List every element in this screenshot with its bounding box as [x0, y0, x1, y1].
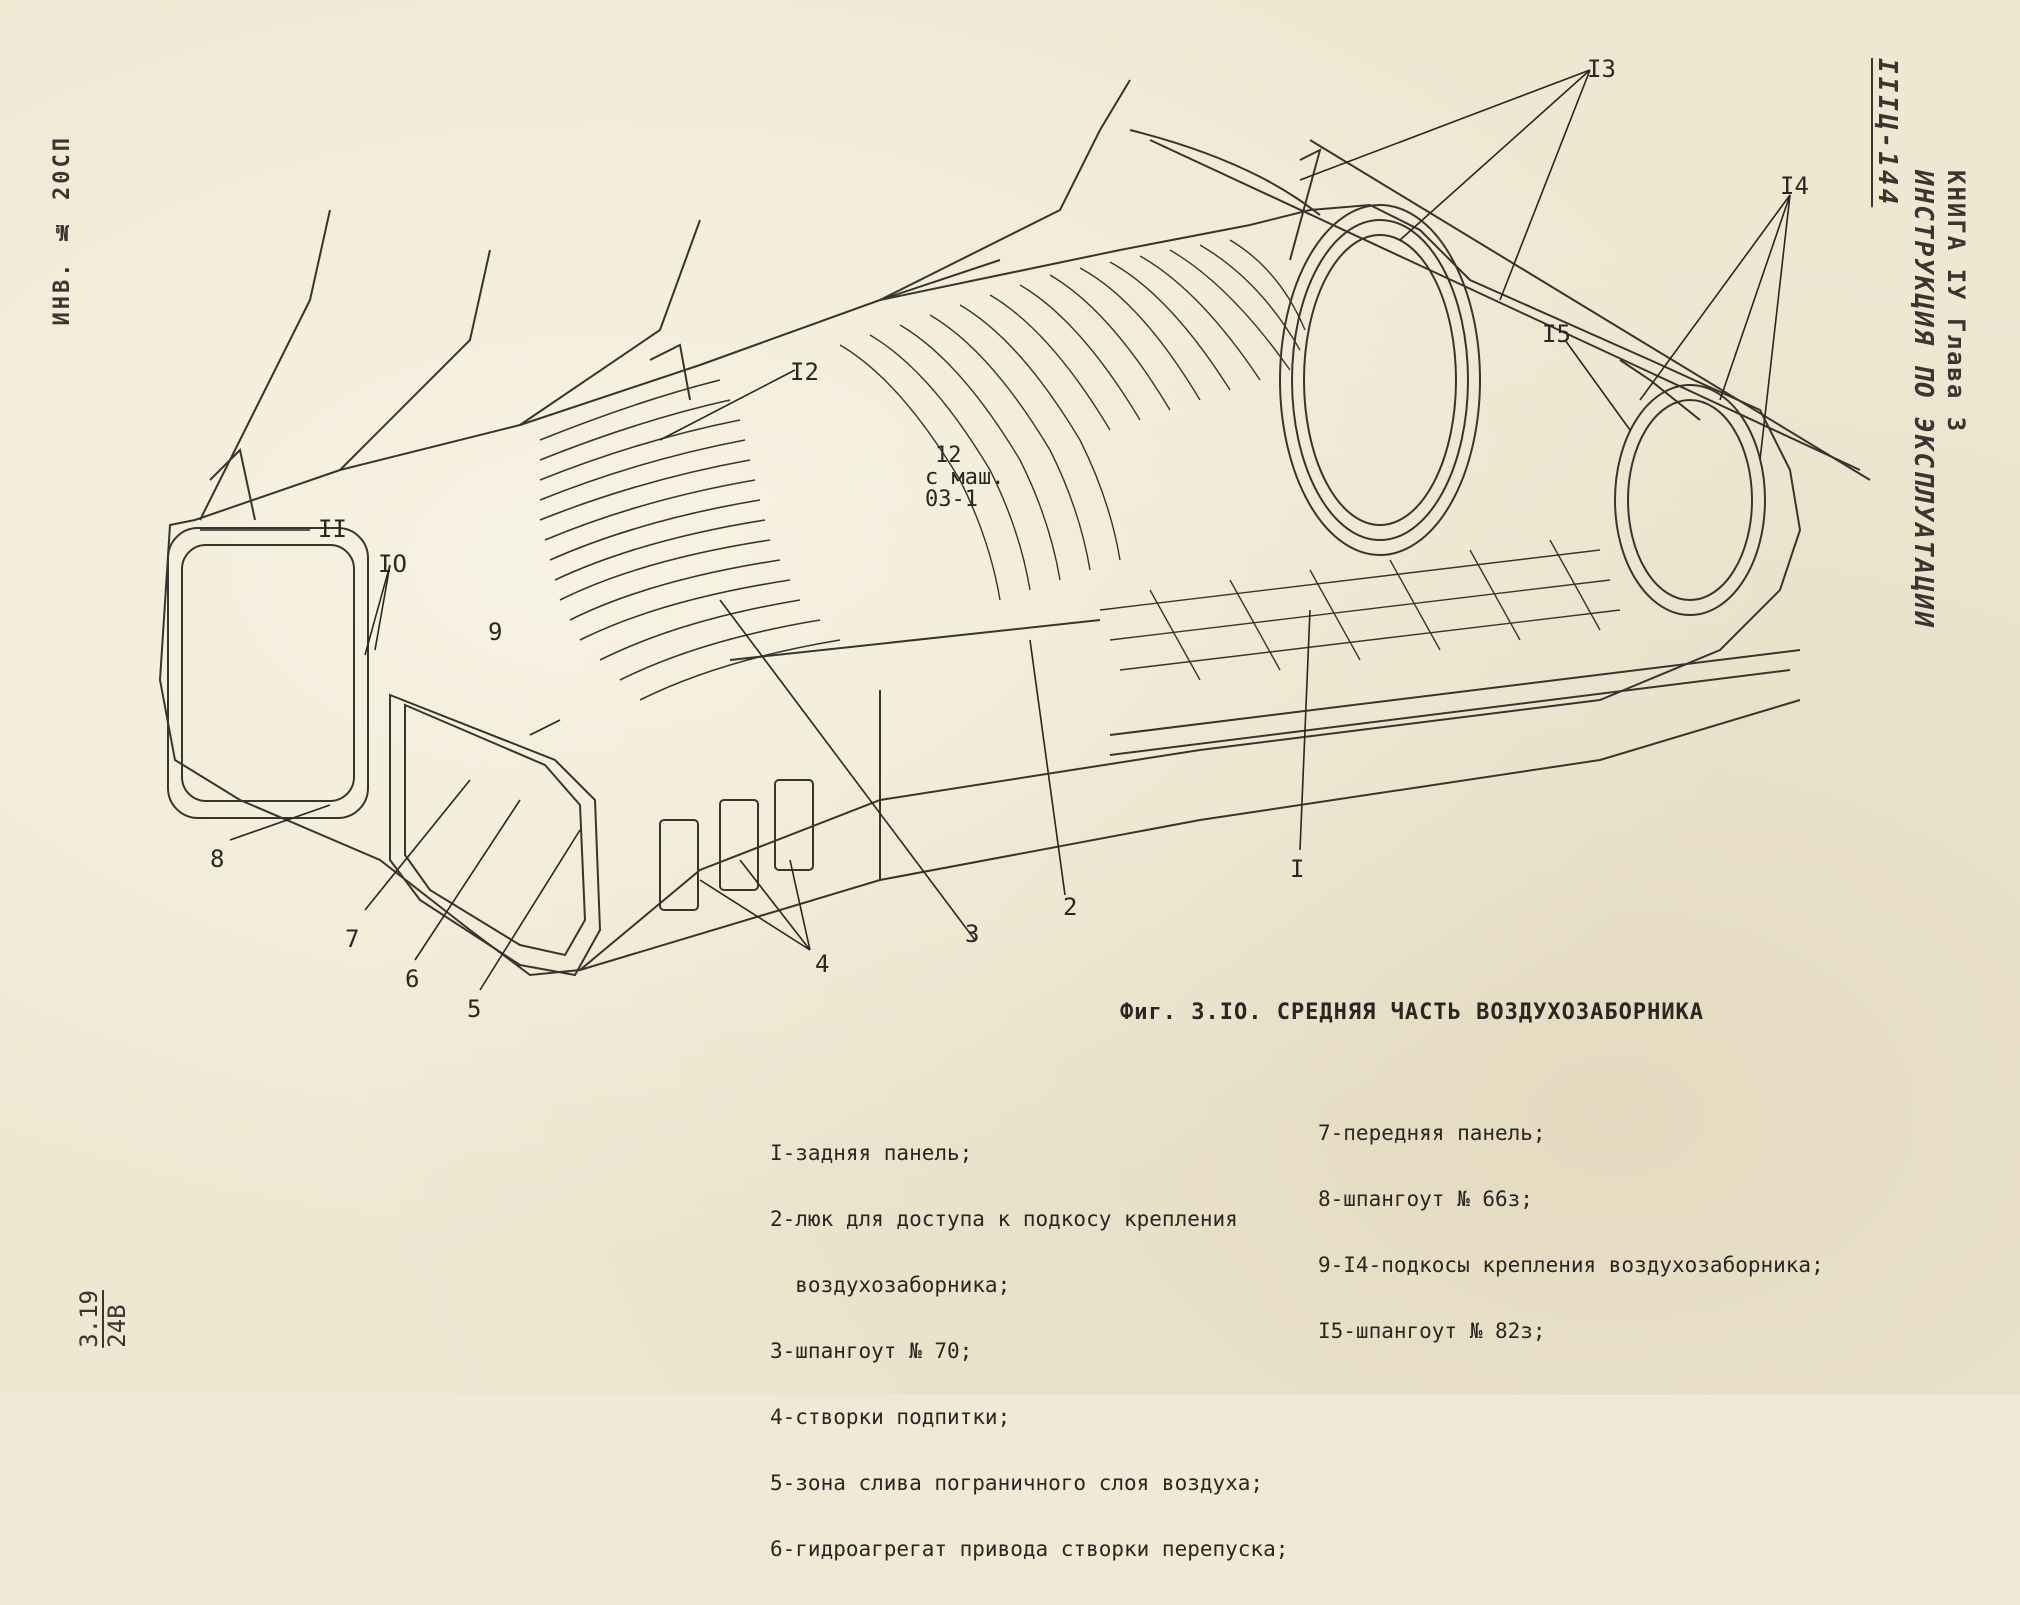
legend-right: 7-передняя панель; 8-шпангоут № 66з; 9-I…: [1318, 1078, 1824, 1386]
callout-8: 8: [210, 845, 225, 873]
callout-12: I2: [790, 358, 819, 386]
legend-left: I-задняя панель; 2-люк для доступа к под…: [770, 1098, 1288, 1604]
legend-item: воздухозаборника;: [770, 1273, 1011, 1297]
legend-item: 4-створки подпитки;: [770, 1405, 1011, 1429]
stamp-line1: 12: [935, 443, 962, 468]
legend-item: 8-шпангоут № 66з;: [1318, 1187, 1533, 1211]
legend-item: 6-гидроагрегат привода створки перепуска…: [770, 1537, 1289, 1561]
callout-5: 5: [467, 995, 482, 1023]
callout-14: I4: [1780, 172, 1809, 200]
document-code: IIIЦ-144: [1872, 58, 1902, 208]
stamp-line2: с маш.: [925, 465, 1005, 490]
legend-item: I5-шпангоут № 82з;: [1318, 1319, 1546, 1343]
legend-item: 5-зона слива пограничного слоя воздуха;: [770, 1471, 1264, 1495]
legend-item: 3-шпангоут № 70;: [770, 1339, 973, 1363]
legend-item: 2-люк для доступа к подкосу крепления: [770, 1207, 1238, 1231]
callout-13: I3: [1587, 55, 1616, 83]
figure-caption: Фиг. 3.IO. СРЕДНЯЯ ЧАСТЬ ВОЗДУХОЗАБОРНИК…: [1120, 1000, 1705, 1025]
callout-15: I5: [1542, 320, 1571, 348]
document-title-line1: ИНСТРУКЦИЯ ПО ЭКСПЛУАТАЦИИ: [1908, 170, 1938, 629]
callout-3: 3: [965, 920, 980, 948]
callout-2: 2: [1063, 893, 1078, 921]
callout-10: IO: [378, 550, 407, 578]
callout-1: I: [1290, 855, 1305, 883]
callout-6: 6: [405, 965, 420, 993]
callout-11: II: [318, 515, 347, 543]
legend-item: I-задняя панель;: [770, 1141, 973, 1165]
air-intake-drawing: [158, 69, 1871, 991]
legend-item: 7-передняя панель;: [1318, 1121, 1546, 1145]
callout-4: 4: [815, 950, 830, 978]
legend-item: 9-I4-подкосы крепления воздухозаборника;: [1318, 1253, 1824, 1277]
stamp-line3: 03-1: [925, 487, 978, 512]
document-page: ИНВ. № 20СП IIIЦ-144 ИНСТРУКЦИЯ ПО ЭКСПЛ…: [0, 0, 2020, 1560]
document-title-line2: КНИГА IУ Глава 3: [1942, 170, 1970, 434]
callout-7: 7: [345, 925, 360, 953]
callout-9: 9: [488, 618, 503, 646]
stamp-note: 12 с маш. 03-1: [925, 445, 1004, 511]
